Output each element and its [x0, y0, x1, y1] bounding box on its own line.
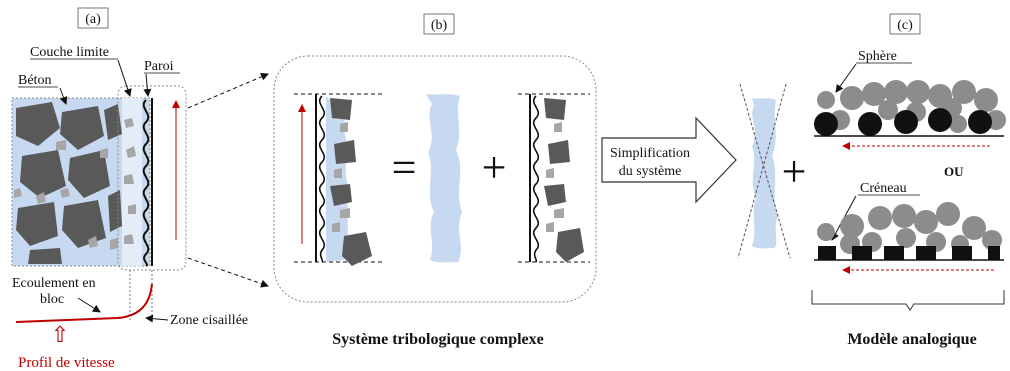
wall-roughness: [142, 99, 150, 267]
paroi-label: Paroi: [144, 59, 174, 74]
b-right-aggregates: [544, 98, 584, 262]
panel-c-tag-box: [889, 13, 921, 35]
panel-b-tag: (b): [431, 18, 448, 33]
grey-spheres-bottom: [817, 202, 1002, 254]
creneau-label: Créneau: [860, 181, 907, 196]
zone-cisaillee-label: Zone cisaillée: [170, 313, 248, 328]
b-plus-sign: +: [482, 143, 507, 192]
sphere-label: Sphère: [858, 49, 897, 64]
panel-b-tag-box: [423, 13, 455, 35]
b-wall-roughness: [318, 95, 326, 263]
profile-up-arrow-glyph: ⇧: [51, 322, 69, 347]
sphere-pointer: [835, 63, 857, 93]
panel-c-caption: Modèle analogique: [847, 331, 976, 348]
b-right-fines: [546, 122, 564, 232]
boundary-fines: [124, 118, 136, 244]
zone-cisaillee-pointer: [145, 314, 169, 323]
panel-b-caption: Système tribologique complexe: [332, 331, 544, 348]
zoom-arrow-top: [187, 73, 269, 109]
panel-b: (b) = +: [273, 13, 597, 348]
cross-line-1: [739, 83, 791, 259]
beton-label: Béton: [18, 73, 51, 88]
panel-c-brace: [811, 290, 1005, 311]
panel-b-frame: [273, 55, 597, 303]
panel-a-tag-box: [77, 7, 109, 29]
ou-label: OU: [944, 164, 964, 179]
panel-a-tag: (a): [85, 12, 101, 27]
velocity-profile-curve: [15, 283, 153, 323]
zoom-arrow-bottom: [187, 257, 269, 288]
concrete-outline: [11, 97, 151, 267]
couche-limite-pointer: [117, 59, 132, 97]
couche-limite-label: Couche limite: [30, 45, 109, 60]
black-spheres-base: [814, 108, 992, 136]
b-paste-strip: [426, 94, 462, 263]
b-left-paste: [326, 96, 350, 262]
ecoulement-pointer: [77, 297, 101, 313]
cross-line-2: [737, 83, 787, 259]
simplification-arrow: Simplification du système: [601, 116, 737, 204]
crossed-paste: [737, 83, 791, 259]
panel-c: (c) Sphère OU Créneau: [811, 13, 1006, 348]
b-left-aggregates: [330, 98, 372, 266]
fine-aggregates: [14, 140, 118, 250]
profil-label: Profil de vitesse: [18, 355, 115, 371]
crenel-blocks: [818, 246, 1000, 260]
simplification-label-2: du système: [619, 164, 682, 179]
crossed-paste-strip: [752, 98, 778, 249]
beton-pointer: [59, 87, 68, 105]
simplification-label-1: Simplification: [610, 146, 690, 161]
paroi-pointer: [143, 73, 152, 97]
equals-sign: =: [392, 143, 417, 192]
simplification-arrow-shape: [601, 116, 737, 204]
panel-a: (a): [11, 7, 248, 371]
grey-spheres-top: [817, 80, 1006, 133]
ecoulement-label-1: Ecoulement en: [12, 276, 96, 291]
b-right-wall-roughness: [532, 95, 540, 263]
boundary-zone-box: [117, 85, 187, 271]
b-left-fines: [332, 122, 350, 232]
middle-plus-sign: +: [782, 147, 807, 196]
ecoulement-label-2: bloc: [40, 292, 64, 307]
panel-c-tag: (c): [897, 18, 913, 33]
